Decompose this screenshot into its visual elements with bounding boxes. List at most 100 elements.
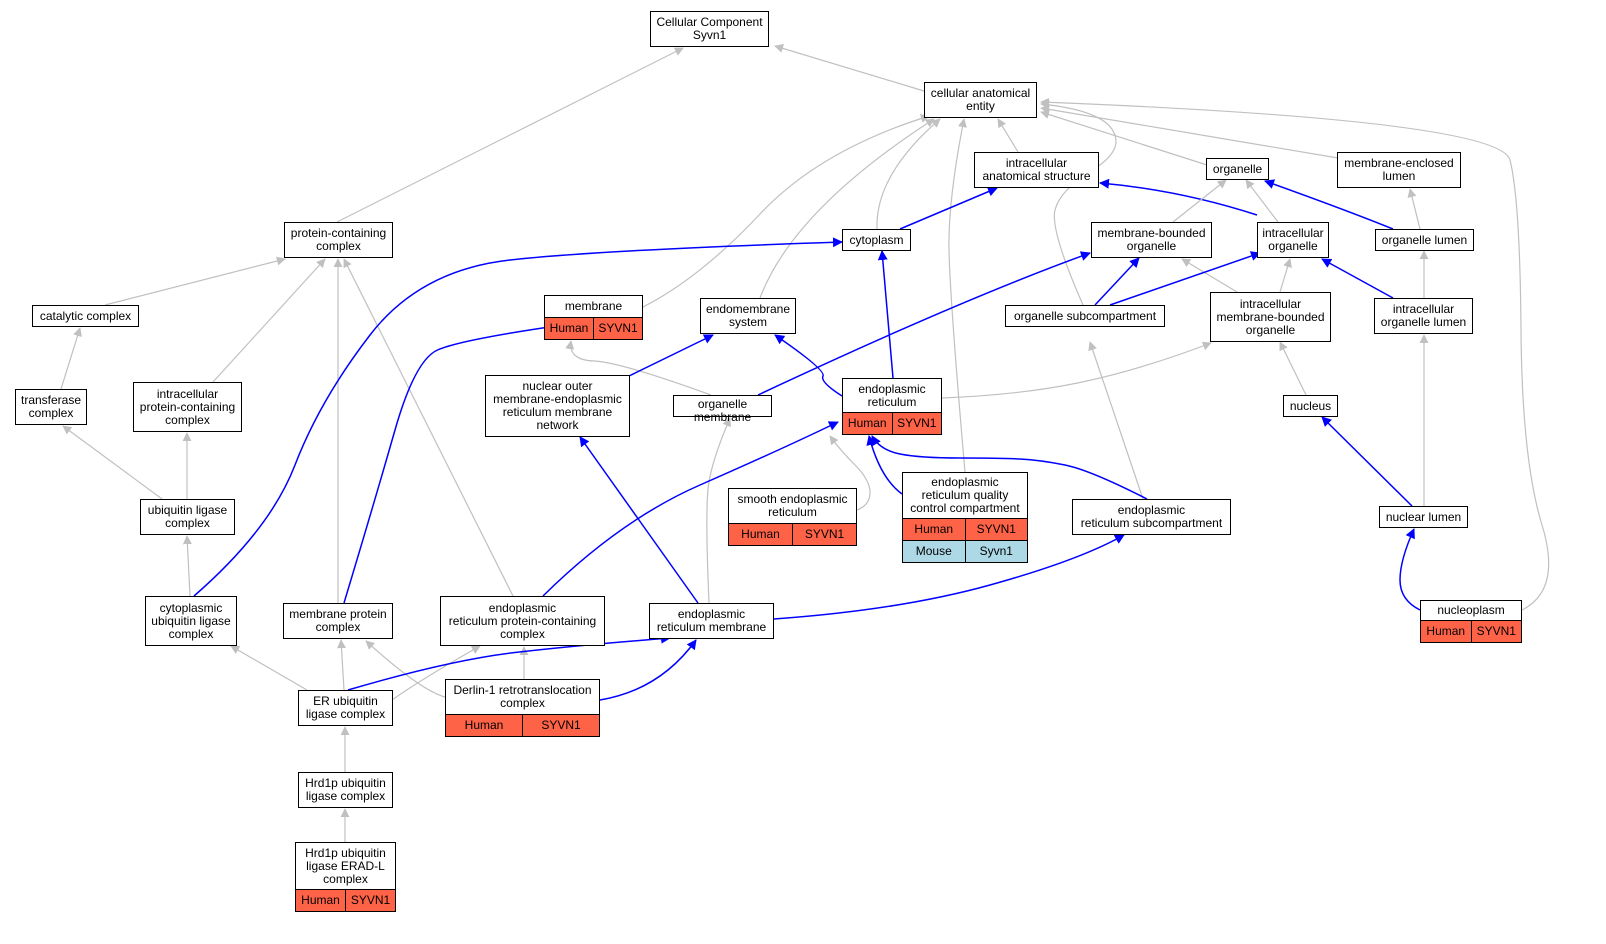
go-term-transf[interactable]: transferase complex	[15, 389, 87, 425]
edge-erubl-to-mpc	[336, 639, 346, 691]
edge-osub-to-io	[1109, 251, 1261, 306]
edge-nucleoplasm-to-cae	[1040, 97, 1550, 611]
go-term-nomer[interactable]: nuclear outer membrane-endoplasmic retic…	[485, 375, 630, 437]
go-term-erubl[interactable]: ER ubiquitin ligase complex	[298, 690, 393, 726]
go-term-mel[interactable]: membrane-enclosed lumen	[1337, 152, 1461, 188]
go-term-cubl[interactable]: cytoplasmic ubiquitin ligase complex	[145, 596, 237, 646]
edge-erqc-to-er	[866, 435, 903, 495]
annotation-row: Human SYVN1	[903, 518, 1027, 540]
go-term-catc[interactable]: catalytic complex	[32, 305, 139, 327]
gene-label: SYVN1	[891, 413, 942, 434]
go-term-label: organelle membrane	[693, 397, 752, 424]
edge-olumen-to-mel	[1407, 188, 1421, 230]
edge-mbo-to-organelle	[1172, 179, 1227, 223]
go-term-label: nuclear lumen	[1385, 509, 1462, 524]
edge-er-to-cyto	[877, 250, 894, 379]
go-term-olumen[interactable]: organelle lumen	[1375, 229, 1474, 251]
gene-label: SYVN1	[964, 519, 1028, 540]
edge-cyto-to-cae	[876, 118, 941, 230]
go-term-erm[interactable]: endoplasmic reticulum membrane	[649, 603, 774, 639]
go-term-endosys[interactable]: endomembrane system	[700, 298, 796, 334]
go-term-erqc[interactable]: endoplasmic reticulum quality control co…	[902, 472, 1028, 563]
go-term-label: Cellular Component Syvn1	[656, 15, 763, 42]
go-term-nucleus[interactable]: nucleus	[1283, 395, 1338, 417]
go-term-cyto[interactable]: cytoplasm	[842, 229, 911, 251]
go-term-label: smooth endoplasmic reticulum	[737, 492, 848, 519]
go-term-mbo[interactable]: membrane-bounded organelle	[1091, 222, 1212, 258]
edge-erm-to-ersub	[773, 534, 1125, 620]
go-term-mpc[interactable]: membrane protein complex	[283, 603, 393, 639]
edge-osub-to-mbo	[1094, 257, 1140, 306]
edge-omem-to-membrane	[565, 340, 712, 396]
edge-olumen-to-organelle	[1264, 179, 1394, 230]
go-term-io[interactable]: intracellular organelle	[1257, 222, 1329, 258]
go-term-ubl[interactable]: ubiquitin ligase complex	[140, 499, 235, 535]
edge-mpc-to-membrane	[343, 322, 557, 604]
go-term-erpcc[interactable]: endoplasmic reticulum protein-containing…	[440, 596, 605, 646]
go-term-label: Derlin-1 retrotranslocation complex	[453, 683, 592, 710]
go-term-iol[interactable]: intracellular organelle lumen	[1374, 298, 1473, 334]
go-term-label: intracellular anatomical structure	[982, 156, 1091, 183]
go-term-ias[interactable]: intracellular anatomical structure	[974, 152, 1099, 188]
go-term-label: endoplasmic reticulum protein-containing…	[448, 600, 597, 641]
go-term-osub[interactable]: organelle subcompartment	[1005, 305, 1165, 327]
edge-organelle-to-cae	[1040, 110, 1208, 166]
go-term-hrd1[interactable]: Hrd1p ubiquitin ligase complex	[298, 772, 393, 808]
go-term-imbo[interactable]: intracellular membrane-bounded organelle	[1210, 292, 1331, 342]
go-term-label: organelle subcompartment	[1013, 308, 1157, 323]
edge-io-to-ias	[1099, 178, 1258, 216]
edge-ser-to-er	[829, 435, 871, 511]
edge-er-to-endosys	[774, 334, 843, 397]
go-term-omem[interactable]: organelle membrane	[673, 395, 772, 424]
go-term-ersub[interactable]: endoplasmic reticulum subcompartment	[1072, 499, 1231, 535]
go-term-label: catalytic complex	[39, 308, 132, 323]
go-term-label: organelle lumen	[1381, 232, 1468, 247]
go-term-label: membrane	[564, 299, 623, 313]
gene-label: SYVN1	[345, 890, 395, 911]
go-term-label: nucleus	[1289, 398, 1332, 413]
go-term-root[interactable]: Cellular Component Syvn1	[650, 11, 769, 47]
go-term-pcc[interactable]: protein-containing complex	[284, 222, 393, 258]
edge-ias-to-cae	[997, 118, 1019, 153]
edge-erm-to-omem	[706, 417, 731, 604]
go-term-ipcc[interactable]: intracellular protein-containing complex	[133, 382, 242, 432]
edge-cyto-to-ias	[899, 186, 998, 230]
go-term-label: endoplasmic reticulum quality control co…	[910, 475, 1020, 515]
go-term-label: cytoplasmic ubiquitin ligase complex	[151, 600, 231, 641]
edge-derlin-to-erm	[599, 639, 697, 701]
annotation-row: Human SYVN1	[545, 317, 642, 339]
go-term-label: cytoplasm	[849, 232, 904, 247]
organism-label: Human	[301, 893, 340, 907]
go-term-label: ER ubiquitin ligase complex	[305, 694, 386, 721]
edge-nucleus-to-imbo	[1279, 341, 1307, 396]
edge-derlin-to-mpc	[365, 640, 446, 698]
go-term-cae[interactable]: cellular anatomical entity	[924, 82, 1037, 118]
gene-label: SYVN1	[522, 715, 599, 736]
edge-erpcc-to-pcc	[343, 258, 514, 597]
organism-label: Human	[549, 321, 589, 335]
go-term-label: nuclear outer membrane-endoplasmic retic…	[493, 379, 622, 432]
edge-er-to-imbo	[941, 341, 1212, 399]
organism-label: Human	[914, 522, 954, 536]
edge-imbo-to-mbo	[1181, 258, 1238, 293]
edge-membrane-to-cae	[642, 114, 930, 308]
edge-mel-to-cae	[1040, 104, 1339, 159]
go-term-label: endoplasmic reticulum membrane	[656, 607, 767, 634]
edge-ersub-to-osub	[1088, 341, 1144, 500]
edge-erm-to-nomer	[579, 436, 699, 604]
go-term-organelle[interactable]: organelle	[1206, 158, 1269, 180]
edge-cae-to-root	[774, 44, 925, 92]
organism-label: Human	[741, 527, 780, 541]
edge-nucleoplasm-to-nlumen	[1399, 528, 1421, 611]
gene-label: SYVN1	[593, 318, 642, 339]
go-term-nlumen[interactable]: nuclear lumen	[1379, 506, 1468, 528]
edge-erubl-to-cubl	[230, 645, 308, 691]
